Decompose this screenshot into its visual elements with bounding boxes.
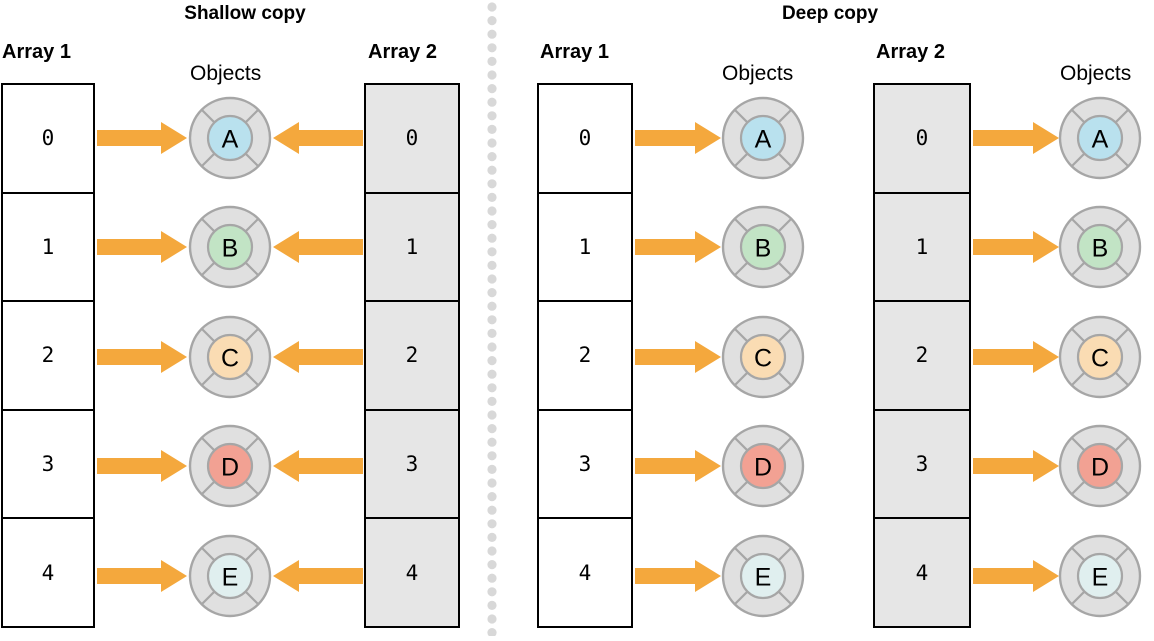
shallow-arrow-array1-to-object-1 bbox=[97, 225, 187, 269]
shallow-array-1-cell-1: 1 bbox=[3, 194, 93, 303]
shallow-arrow-array2-to-object-2 bbox=[273, 335, 363, 379]
svg-text:C: C bbox=[754, 345, 772, 373]
deep-object-2-E: E bbox=[1058, 534, 1142, 618]
shallow-copy-title: Shallow copy bbox=[184, 3, 306, 24]
svg-text:B: B bbox=[755, 235, 772, 263]
svg-text:A: A bbox=[755, 126, 772, 154]
deep-object-1-C: C bbox=[721, 315, 805, 399]
deep-arrow-array2-to-object-1 bbox=[973, 225, 1059, 269]
deep-objects-1-label: Objects bbox=[722, 62, 794, 85]
deep-object-2-A: A bbox=[1058, 96, 1142, 180]
deep-array-2-cell-2: 2 bbox=[875, 302, 969, 411]
deep-object-2-D: D bbox=[1058, 424, 1142, 508]
shallow-object-A: A bbox=[188, 96, 272, 180]
deep-arrow-array1-to-object-4 bbox=[635, 554, 721, 598]
deep-array-2-label: Array 2 bbox=[876, 41, 945, 63]
shallow-array-2-cell-4: 4 bbox=[405, 560, 419, 585]
svg-text:D: D bbox=[221, 454, 239, 482]
deep-object-2-B: B bbox=[1058, 205, 1142, 289]
shallow-object-C: C bbox=[188, 315, 272, 399]
deep-arrow-array1-to-object-1 bbox=[635, 225, 721, 269]
deep-array-1-cell-3: 3 bbox=[539, 411, 631, 520]
deep-array-1-cell-1: 1 bbox=[539, 194, 631, 303]
shallow-arrow-array2-to-object-4 bbox=[273, 554, 363, 598]
deep-array-1-cell-2: 2 bbox=[539, 302, 631, 411]
shallow-array-2-cell-3: 3 bbox=[366, 411, 458, 520]
svg-text:E: E bbox=[755, 564, 772, 592]
deep-array-2-cell-0: 0 bbox=[875, 85, 969, 194]
deep-array-2-cell-4: 4 bbox=[915, 560, 929, 585]
svg-text:E: E bbox=[1092, 564, 1109, 592]
deep-arrow-array2-to-object-3 bbox=[973, 444, 1059, 488]
shallow-objects-label: Objects bbox=[190, 62, 262, 85]
shallow-array-2-cell-0: 0 bbox=[366, 85, 458, 194]
deep-copy-title: Deep copy bbox=[781, 3, 879, 24]
svg-text:A: A bbox=[1092, 126, 1109, 154]
deep-arrow-array1-to-object-2 bbox=[635, 335, 721, 379]
shallow-object-B: B bbox=[188, 205, 272, 289]
shallow-array-1-cell-4: 4 bbox=[41, 560, 55, 585]
svg-text:D: D bbox=[754, 454, 772, 482]
panel-divider bbox=[484, 0, 500, 641]
shallow-object-E: E bbox=[188, 534, 272, 618]
shallow-array-1-cell-2: 2 bbox=[3, 302, 93, 411]
shallow-arrow-array1-to-object-0 bbox=[97, 116, 187, 160]
deep-array-2-cell-1: 1 bbox=[875, 194, 969, 303]
shallow-array-2-cell-2: 2 bbox=[366, 302, 458, 411]
svg-text:D: D bbox=[1091, 454, 1109, 482]
deep-object-1-D: D bbox=[721, 424, 805, 508]
deep-object-1-E: E bbox=[721, 534, 805, 618]
deep-array-2-cell-3: 3 bbox=[875, 411, 969, 520]
svg-text:B: B bbox=[222, 235, 239, 263]
shallow-array-2-cell-1: 1 bbox=[366, 194, 458, 303]
shallow-array-1-cell-3: 3 bbox=[3, 411, 93, 520]
shallow-arrow-array2-to-object-3 bbox=[273, 444, 363, 488]
deep-array-1-label: Array 1 bbox=[540, 41, 609, 63]
svg-text:A: A bbox=[222, 126, 239, 154]
deep-arrow-array1-to-object-3 bbox=[635, 444, 721, 488]
deep-object-1-B: B bbox=[721, 205, 805, 289]
deep-array-1-cell-0: 0 bbox=[539, 85, 631, 194]
shallow-array-1-label: Array 1 bbox=[2, 41, 71, 63]
shallow-arrow-array2-to-object-1 bbox=[273, 225, 363, 269]
shallow-arrow-array1-to-object-4 bbox=[97, 554, 187, 598]
deep-objects-2-label: Objects bbox=[1060, 62, 1132, 85]
svg-text:B: B bbox=[1092, 235, 1109, 263]
svg-text:C: C bbox=[221, 345, 239, 373]
deep-arrow-array2-to-object-4 bbox=[973, 554, 1059, 598]
deep-object-2-C: C bbox=[1058, 315, 1142, 399]
deep-array-1-cell-4: 4 bbox=[578, 560, 592, 585]
deep-arrow-array2-to-object-0 bbox=[973, 116, 1059, 160]
deep-arrow-array2-to-object-2 bbox=[973, 335, 1059, 379]
shallow-arrow-array1-to-object-3 bbox=[97, 444, 187, 488]
svg-text:C: C bbox=[1091, 345, 1109, 373]
shallow-arrow-array2-to-object-0 bbox=[273, 116, 363, 160]
shallow-array-2-label: Array 2 bbox=[368, 41, 437, 63]
shallow-object-D: D bbox=[188, 424, 272, 508]
deep-arrow-array1-to-object-0 bbox=[635, 116, 721, 160]
deep-object-1-A: A bbox=[721, 96, 805, 180]
svg-text:E: E bbox=[222, 564, 239, 592]
shallow-arrow-array1-to-object-2 bbox=[97, 335, 187, 379]
shallow-array-1-cell-0: 0 bbox=[3, 85, 93, 194]
